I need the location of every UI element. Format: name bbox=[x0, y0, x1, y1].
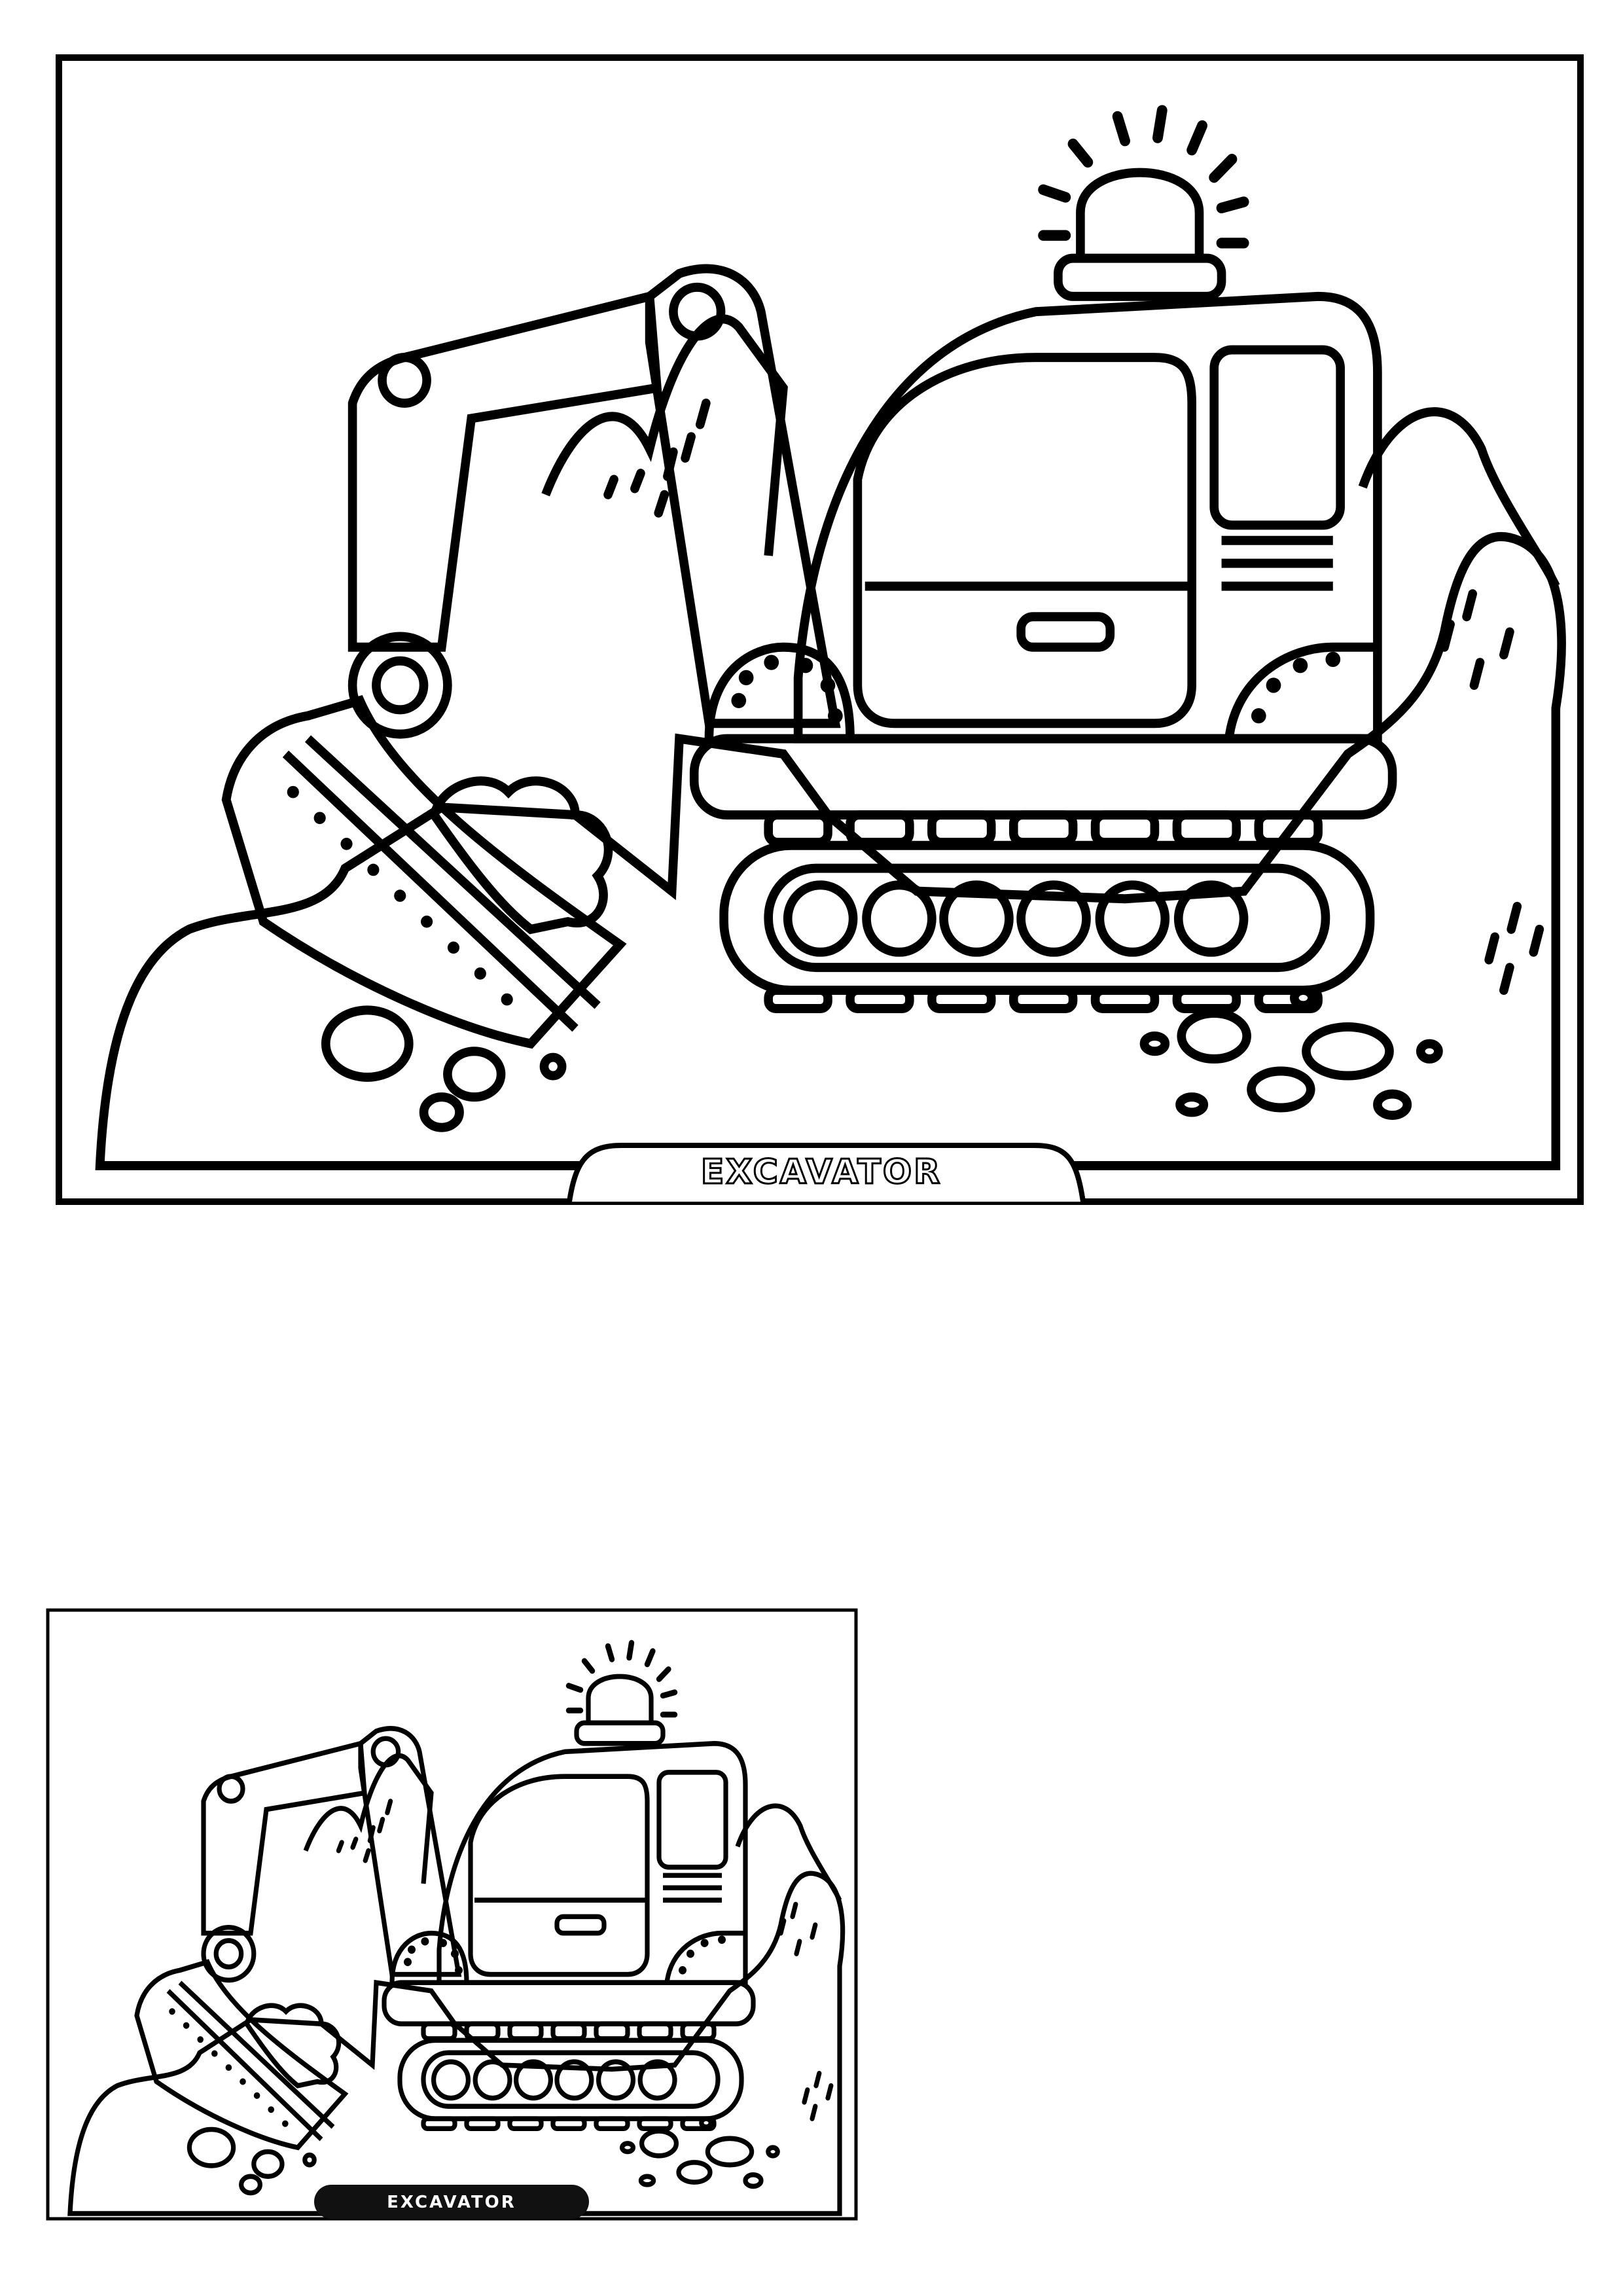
coloring-page-top: EXCAVATOR bbox=[56, 54, 1584, 1205]
label-plate bbox=[314, 2185, 589, 2219]
title-label: EXCAVATOR bbox=[701, 1153, 942, 1192]
coloring-page-bottom: EXCAVATOR bbox=[46, 1608, 858, 2221]
excavator-drawing bbox=[70, 1643, 843, 2214]
title-label: EXCAVATOR bbox=[387, 2193, 516, 2212]
excavator-drawing bbox=[100, 111, 1561, 1166]
label-plate bbox=[567, 1143, 1086, 1202]
